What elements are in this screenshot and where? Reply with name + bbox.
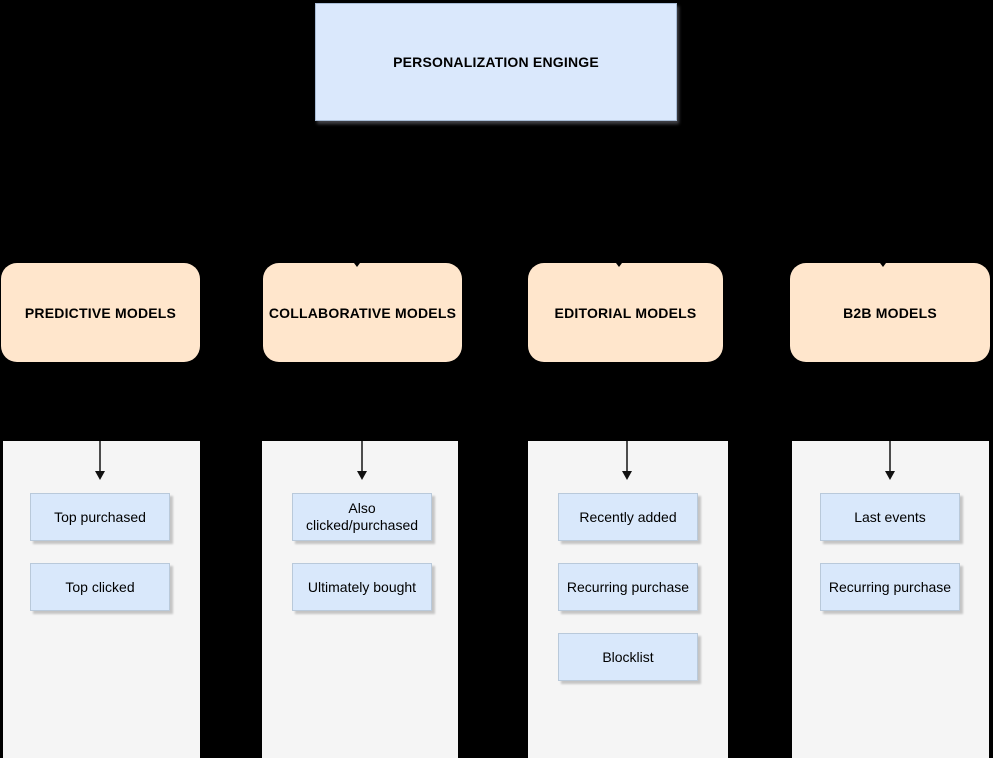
arrowhead-icon [95,471,105,480]
item-label: Also clicked/purchased [305,500,419,533]
model-node-label: EDITORIAL MODELS [554,304,697,321]
connector-arrow-line [361,441,363,472]
model-node-b2b: B2B MODELS [790,263,990,362]
model-node-collaborative: COLLABORATIVE MODELS [263,263,462,362]
item-label: Top clicked [65,578,135,595]
model-node-label: B2B MODELS [843,304,937,321]
item-node-recurring-purchase: Recurring purchase [558,563,698,611]
item-node-top-purchased: Top purchased [30,493,170,541]
root-node-personalization-engine: PERSONALIZATION ENGINGE [315,3,677,121]
item-node-recurring-purchase: Recurring purchase [820,563,960,611]
connector-arrow-line [99,441,101,472]
connector-arrow-line [626,441,628,472]
arrowhead-icon [885,471,895,480]
arrowhead-icon [877,259,889,267]
item-node-ultimately-bought: Ultimately bought [292,563,432,611]
model-node-predictive: PREDICTIVE MODELS [1,263,200,362]
item-label: Recently added [579,508,677,525]
arrowhead-icon [357,471,367,480]
item-label: Recurring purchase [828,578,952,595]
item-node-also-clicked-purchased: Also clicked/purchased [292,493,432,541]
connector-arrow-line [889,441,891,472]
item-node-top-clicked: Top clicked [30,563,170,611]
item-label: Recurring purchase [566,578,690,595]
item-label: Last events [854,508,926,525]
item-node-blocklist: Blocklist [558,633,698,681]
model-node-label: PREDICTIVE MODELS [24,304,177,321]
model-node-editorial: EDITORIAL MODELS [528,263,723,362]
arrowhead-icon [351,259,363,267]
item-node-recently-added: Recently added [558,493,698,541]
item-label: Ultimately bought [307,578,417,595]
model-node-label: COLLABORATIVE MODELS [268,304,457,321]
root-node-label: PERSONALIZATION ENGINGE [393,54,599,70]
item-node-last-events: Last events [820,493,960,541]
item-label: Blocklist [602,648,654,665]
arrowhead-icon [622,471,632,480]
arrowhead-icon [613,259,625,267]
item-label: Top purchased [54,508,146,525]
